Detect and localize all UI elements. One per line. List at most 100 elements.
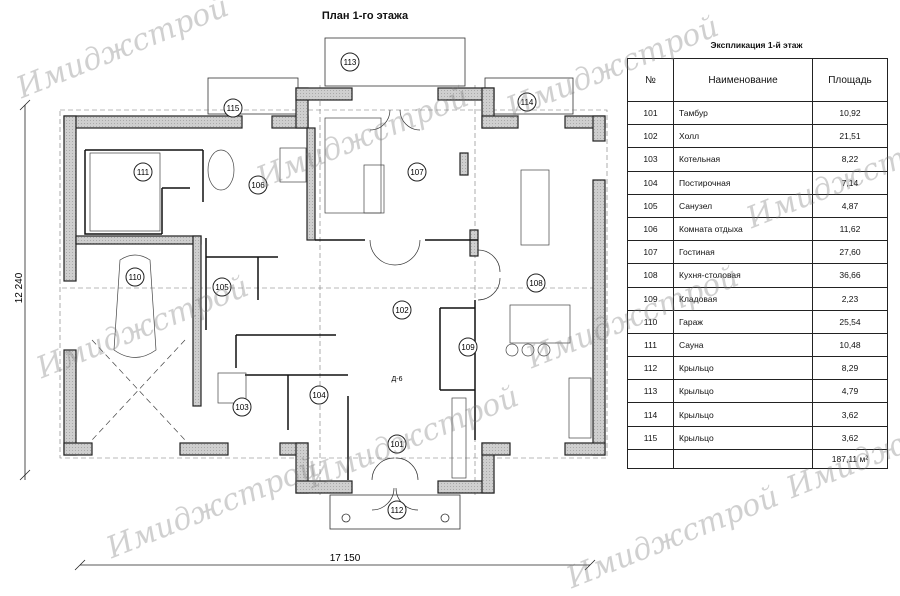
room-tag-102: 102 [392,300,412,320]
cell-name: Гараж [673,309,813,334]
porches [207,37,574,530]
table-total-row: 187,11 м² [627,448,888,469]
room-tag-108: 108 [526,273,546,293]
cell-num: 106 [627,216,674,242]
cell-num: 113 [627,379,674,404]
svg-text:101: 101 [390,440,404,449]
kitchen-island [509,304,571,344]
sofa [324,117,382,214]
room-tag-106: 106 [248,175,268,195]
room-tags: 113 115 114 111 106 107 108 110 105 102 … [125,52,546,520]
car [113,254,157,358]
room-tag-109: 109 [458,337,478,357]
cell-area: 8,29 [812,356,888,381]
stairs-down [451,397,467,479]
room-tag-114: 114 [517,92,537,112]
exterior-walls [63,87,606,494]
header-name: Наименование [673,58,813,102]
cell-area: 25,54 [812,309,888,334]
total-area: 187,11 м² [812,448,888,469]
svg-text:111: 111 [137,168,150,177]
porch-112 [329,494,461,530]
svg-text:113: 113 [344,58,357,67]
cell-area: 3,62 [812,402,888,427]
cell-area: 8,22 [812,147,888,172]
cell-area: 11,62 [812,216,888,242]
cell-name: Крыльцо [673,379,813,404]
cell-empty [673,448,813,469]
svg-text:114: 114 [521,98,534,107]
dining-table [520,169,550,246]
cell-area: 10,48 [812,332,888,358]
cell-num: 104 [627,170,674,195]
cell-area: 10,92 [812,100,888,126]
svg-text:112: 112 [391,506,404,515]
explication-title: Экспликация 1-й этаж [710,40,803,50]
sauna-bench [89,152,161,232]
room-tag-107: 107 [407,162,427,182]
shower [279,147,307,183]
plan-title: План 1-го этажа [321,10,409,22]
svg-text:108: 108 [529,279,543,288]
svg-text:102: 102 [395,306,409,315]
cell-num: 109 [627,286,674,311]
header-num: № [627,58,674,102]
cell-num: 115 [627,425,674,450]
kitchen-counter [568,377,592,439]
room-tag-101: 101 [387,434,407,454]
dimension-height: 12 240 [14,272,25,303]
room-tag-115: 115 [223,98,243,118]
room-tag-112: 112 [387,500,407,520]
table-header: № Наименование Площадь [627,58,888,102]
cell-num: 103 [627,147,674,172]
column [341,513,351,523]
door-mark: Д-6 [392,376,403,383]
cell-name: Холл [673,124,813,149]
room-tag-111: 111 [133,162,153,182]
svg-text:110: 110 [129,273,142,282]
cell-area: 4,87 [812,193,888,218]
room-tag-104: 104 [309,385,329,405]
cell-num: 111 [627,332,674,358]
cell-num: 112 [627,356,674,381]
furniture [89,117,592,479]
column [440,513,450,523]
cell-name: Сауна [673,332,813,358]
cell-name: Постирочная [673,170,813,195]
cell-name: Тамбур [673,100,813,126]
room-tag-110: 110 [125,267,145,287]
cell-area: 27,60 [812,240,888,265]
cell-num: 108 [627,263,674,288]
header-area: Площадь [812,58,888,102]
cell-name: Крыльцо [673,356,813,381]
cell-area: 2,23 [812,286,888,311]
cell-area: 36,66 [812,263,888,288]
interior-walls [84,149,478,480]
room-tag-103: 103 [232,397,252,417]
cell-num: 107 [627,240,674,265]
cell-name: Крыльцо [673,425,813,450]
cell-name: Кухня-столовая [673,263,813,288]
cell-area: 3,62 [812,425,888,450]
dimension-lines [19,99,596,571]
svg-text:104: 104 [312,391,326,400]
cell-num: 114 [627,402,674,427]
cell-name: Кладовая [673,286,813,311]
boiler [217,372,247,404]
svg-text:109: 109 [461,343,475,352]
room-tag-113: 113 [340,52,360,72]
tub [207,149,235,191]
cell-name: Комната отдыха [673,216,813,242]
